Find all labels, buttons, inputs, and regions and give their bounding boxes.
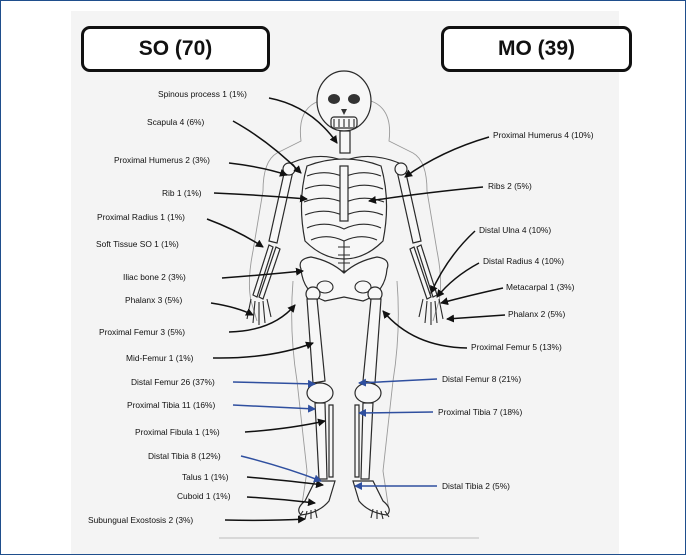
arrow-proximal-tibia-so [233,405,315,409]
knee-left [307,383,333,403]
knee-right [355,383,381,403]
eye-socket-left [328,94,340,104]
skeleton-figure [219,71,479,538]
fibula-left [329,405,333,477]
arrow-subungual-exostosis [225,519,305,520]
label-proximal-femur-so: Proximal Femur 3 (5%) [99,327,185,337]
label-distal-femur-so: Distal Femur 26 (37%) [131,377,215,387]
label-subungual-exostosis: Subungual Exostosis 2 (3%) [88,515,193,525]
arrow-metacarpal [441,288,503,303]
foot-left [299,481,335,515]
label-cuboid: Cuboid 1 (1%) [177,491,231,501]
tibia-right [361,403,373,479]
arrow-cuboid [247,497,315,503]
eye-socket-right [348,94,360,104]
femur-left [307,299,325,383]
label-mid-femur: Mid-Femur 1 (1%) [126,353,194,363]
label-metacarpal: Metacarpal 1 (3%) [506,282,575,292]
label-proximal-radius: Proximal Radius 1 (1%) [97,212,185,222]
arrow-distal-radius [437,263,479,297]
arrow-proximal-tibia-mo [359,412,433,413]
label-scapula: Scapula 4 (6%) [147,117,204,127]
label-proximal-femur-mo: Proximal Femur 5 (13%) [471,342,562,352]
hand-left [247,299,271,325]
humerus-right [397,169,421,243]
arrow-proximal-fibula [245,421,325,432]
cervical-spine [340,131,350,153]
humerus-left [269,169,293,243]
right-labels: Proximal Humerus 4 (10%) Ribs 2 (5%) Dis… [438,130,594,491]
femur-right [363,299,381,383]
mo-header-box: MO (39) [441,26,632,72]
label-distal-tibia-mo: Distal Tibia 2 (5%) [442,481,510,491]
arrow-phalanx-so [211,303,253,315]
label-distal-ulna: Distal Ulna 4 (10%) [479,225,551,235]
label-proximal-humerus-so: Proximal Humerus 2 (3%) [114,155,210,165]
label-talus: Talus 1 (1%) [182,472,229,482]
label-proximal-tibia-mo: Proximal Tibia 7 (18%) [438,407,522,417]
label-soft-tissue: Soft Tissue SO 1 (1%) [96,239,179,249]
arrows-blue [233,379,437,486]
fibula-right [355,405,359,477]
arrow-proximal-humerus-so [229,163,287,175]
label-iliac-bone: Iliac bone 2 (3%) [123,272,186,282]
arrow-rib [214,193,307,199]
tibia-left [315,403,327,479]
label-proximal-tibia-so: Proximal Tibia 11 (16%) [127,400,215,410]
arrow-proximal-femur-mo [383,311,467,348]
label-spinous-process: Spinous process 1 (1%) [158,89,247,99]
label-phalanx-so: Phalanx 3 (5%) [125,295,182,305]
label-distal-tibia-so: Distal Tibia 8 (12%) [148,451,221,461]
label-proximal-humerus-mo: Proximal Humerus 4 (10%) [493,130,594,140]
label-phalanx-mo: Phalanx 2 (5%) [508,309,565,319]
arrow-mid-femur [213,343,313,358]
sternum [340,166,348,221]
label-distal-radius: Distal Radius 4 (10%) [483,256,564,266]
arrow-phalanx-mo [447,315,505,319]
so-header-box: SO (70) [81,26,270,72]
humeral-head-right [395,163,407,175]
label-distal-femur-mo: Distal Femur 8 (21%) [442,374,521,384]
arrow-distal-ulna [431,231,475,293]
label-rib: Rib 1 (1%) [162,188,202,198]
label-proximal-fibula: Proximal Fibula 1 (1%) [135,427,220,437]
label-ribs-mo: Ribs 2 (5%) [488,181,532,191]
left-labels: Spinous process 1 (1%) Scapula 4 (6%) Pr… [88,89,247,525]
arrow-distal-femur-so [233,382,315,384]
hand-right [419,299,443,325]
